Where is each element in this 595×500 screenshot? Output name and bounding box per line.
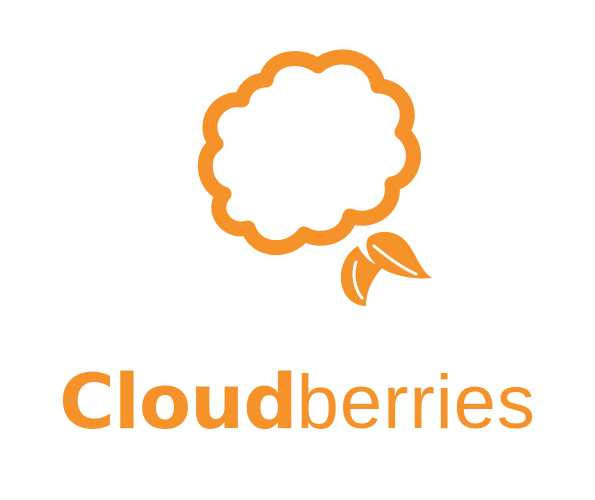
brand-wordmark: Cloudberries: [0, 357, 595, 448]
leaf-vein-secondary: [352, 260, 364, 300]
leaf-icon-secondary: [340, 246, 384, 306]
brand-name-light: berries: [296, 360, 536, 445]
cloud-outline: [197, 49, 421, 255]
cloudberry-icon: [197, 49, 432, 306]
leaf-vein: [372, 244, 418, 276]
brand-name-bold: Cloud: [59, 357, 298, 446]
